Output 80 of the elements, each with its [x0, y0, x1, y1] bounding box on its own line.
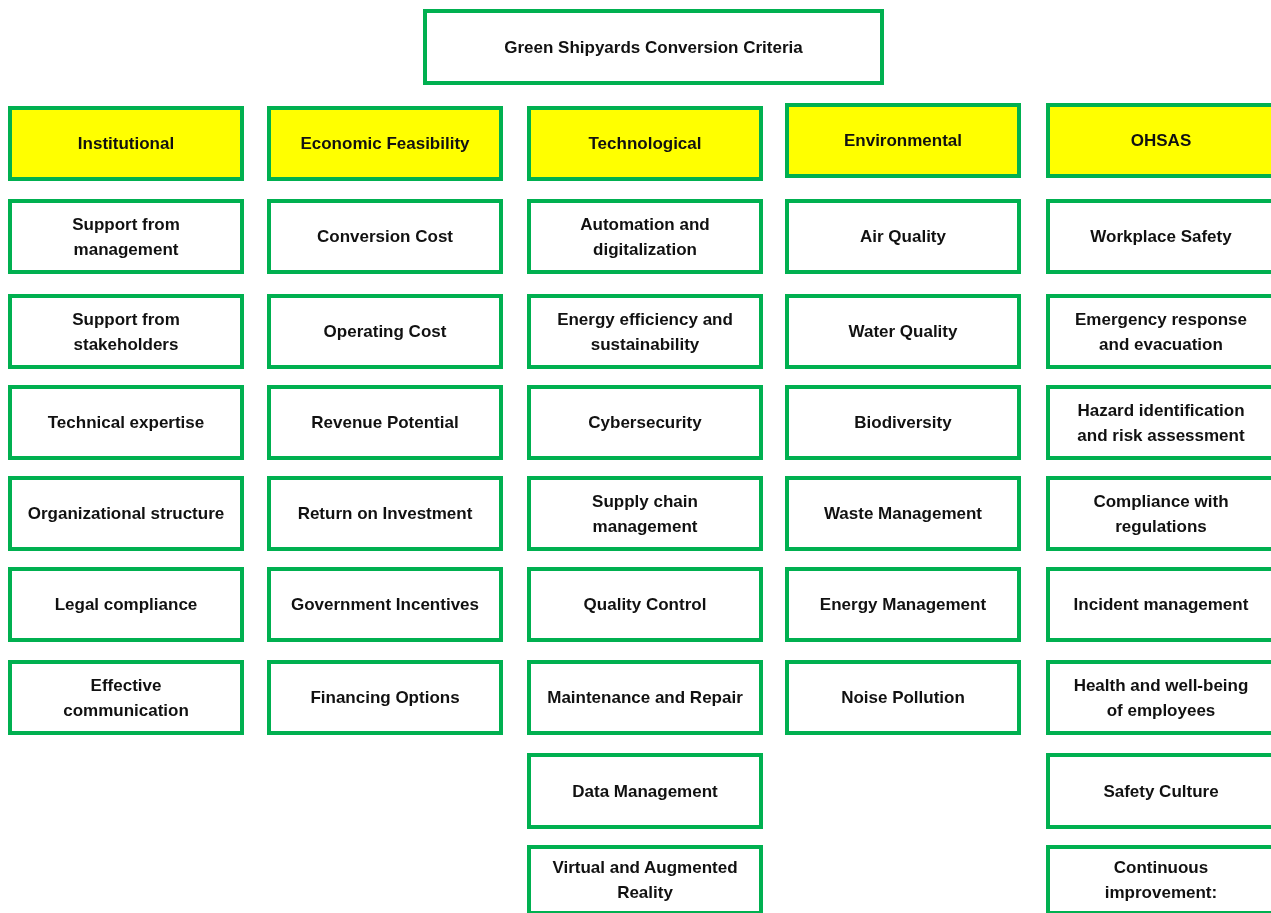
- criterion-box: [8, 294, 244, 369]
- criterion-box: [1046, 660, 1271, 735]
- criterion-label: Noise Pollution: [840, 687, 966, 709]
- criterion-label: Support from stakeholders: [71, 308, 181, 356]
- criterion-box: [8, 476, 244, 551]
- criterion-label: Continuous improvement:: [1103, 857, 1219, 904]
- criterion-box: [527, 660, 763, 735]
- criterion-label: Operating Cost: [322, 321, 448, 343]
- criterion-label: Health and well-being of employees: [1072, 674, 1250, 722]
- criterion-box: [267, 294, 503, 369]
- criterion-label: Incident management: [1072, 594, 1250, 616]
- criterion-box: [1046, 476, 1271, 551]
- criterion-box: [8, 199, 244, 274]
- criterion-box: [267, 660, 503, 735]
- criterion-label: Effective communication: [62, 674, 190, 722]
- criterion-box: [267, 385, 503, 460]
- criterion-label: Conversion Cost: [316, 226, 454, 248]
- criterion-box: [1046, 753, 1271, 829]
- criterion-box: [527, 199, 763, 274]
- criterion-box: [527, 385, 763, 460]
- category-header-box: [527, 106, 763, 181]
- category-header-box: [8, 106, 244, 181]
- criterion-label: Legal compliance: [53, 594, 199, 616]
- criterion-label: Supply chain management: [591, 490, 699, 538]
- title-label: Green Shipyards Conversion Criteria: [503, 36, 804, 59]
- criterion-label: Safety Culture: [1102, 780, 1220, 803]
- criterion-label: Technical expertise: [46, 412, 206, 434]
- criterion-label: Support from management: [71, 213, 181, 261]
- criterion-label: Organizational structure: [26, 503, 226, 525]
- category-header-box: [1046, 103, 1271, 178]
- category-label: OHSAS: [1129, 130, 1193, 152]
- criterion-label: Quality Control: [582, 594, 708, 616]
- criterion-box: [527, 294, 763, 369]
- criterion-box: [1046, 845, 1271, 913]
- criterion-box: [267, 199, 503, 274]
- criterion-box: [267, 567, 503, 642]
- criterion-box: [527, 845, 763, 913]
- criterion-box: [527, 753, 763, 829]
- criterion-box: [527, 476, 763, 551]
- criterion-box: [1046, 199, 1271, 274]
- criterion-label: Revenue Potential: [310, 412, 460, 434]
- category-label: Institutional: [76, 133, 176, 155]
- criterion-label: Waste Management: [822, 503, 984, 525]
- criterion-label: Data Management: [571, 780, 719, 803]
- title-box: [423, 9, 884, 85]
- criterion-label: Water Quality: [847, 321, 959, 343]
- criterion-box: [785, 660, 1021, 735]
- criterion-box: [785, 567, 1021, 642]
- criterion-box: [1046, 567, 1271, 642]
- criterion-box: [8, 660, 244, 735]
- criterion-label: Workplace Safety: [1089, 226, 1233, 248]
- criterion-label: Energy Management: [818, 594, 988, 616]
- category-label: Economic Feasibility: [299, 133, 471, 155]
- criterion-box: [8, 385, 244, 460]
- category-header-box: [785, 103, 1021, 178]
- criterion-label: Air Quality: [859, 226, 947, 248]
- criterion-label: Automation and digitalization: [579, 213, 711, 261]
- criterion-label: Financing Options: [309, 687, 461, 709]
- criterion-label: Emergency response and evacuation: [1074, 308, 1248, 356]
- criterion-label: Compliance with regulations: [1092, 490, 1230, 538]
- criterion-box: [1046, 294, 1271, 369]
- criterion-box: [267, 476, 503, 551]
- criterion-label: Hazard identification and risk assessment: [1076, 399, 1246, 447]
- criterion-label: Biodiversity: [853, 412, 953, 434]
- criterion-box: [1046, 385, 1271, 460]
- criterion-label: Government Incentives: [290, 594, 480, 616]
- criterion-box: [527, 567, 763, 642]
- criterion-label: Energy efficiency and sustainability: [556, 308, 734, 356]
- criterion-label: Maintenance and Repair: [546, 687, 744, 709]
- category-header-box: [267, 106, 503, 181]
- criterion-box: [785, 476, 1021, 551]
- criterion-box: [8, 567, 244, 642]
- criterion-label: Cybersecurity: [587, 412, 703, 434]
- criterion-box: [785, 199, 1021, 274]
- category-label: Environmental: [842, 130, 964, 152]
- criterion-box: [785, 385, 1021, 460]
- criterion-box: [785, 294, 1021, 369]
- criterion-label: Virtual and Augmented Reality: [551, 857, 739, 904]
- category-label: Technological: [587, 133, 703, 155]
- criterion-label: Return on Investment: [296, 503, 474, 525]
